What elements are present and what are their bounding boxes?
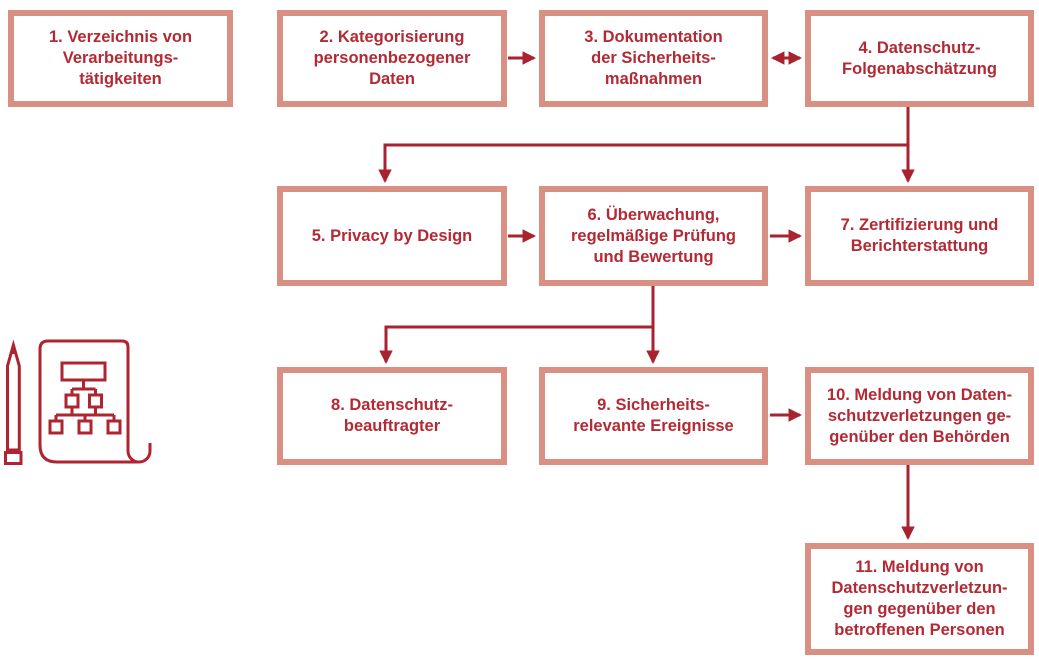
pencil-base (4, 451, 23, 465)
orgchart-node (64, 393, 80, 409)
orgchart-root-node (60, 361, 107, 382)
connector-4-5 (378, 107, 910, 184)
flow-box-10: 10. Meldung von Daten- schutzverletzunge… (805, 367, 1034, 465)
scroll-outline (38, 339, 152, 464)
flow-box-5-label: 5. Privacy by Design (311, 226, 473, 245)
orgchart-node (106, 419, 122, 435)
flow-box-11-label: 11. Meldung von Datenschutzverletzun- ge… (831, 558, 1008, 639)
flow-box-3-label: 3. Dokumentation der Sicherheits- maßnah… (584, 28, 723, 88)
connector-6-8 (379, 286, 655, 365)
flow-box-4-label: 4. Datenschutz- Folgenabschätzung (842, 38, 997, 78)
flow-box-8-label: 8. Datenschutz- beauftragter (331, 396, 453, 435)
flow-box-11: 11. Meldung von Datenschutzverletzun- ge… (805, 543, 1034, 655)
orgchart-node (88, 393, 103, 409)
scroll-orgchart-pencil-icon (4, 339, 152, 465)
orgchart-node (77, 419, 93, 435)
flow-box-2: 2. Kategorisierung personenbezogener Dat… (277, 10, 507, 107)
flow-box-1: 1. Verzeichnis von Verarbeitungs- tätigk… (8, 10, 233, 107)
flow-box-9-label: 9. Sicherheits- relevante Ereignisse (573, 396, 734, 435)
pencil-tip (10, 344, 16, 354)
orgchart-node (48, 419, 64, 435)
flow-box-10-label: 10. Meldung von Daten- schutzverletzunge… (826, 385, 1013, 446)
flow-box-6-label: 6. Überwachung, regelmäßige Prüfung und … (570, 205, 737, 266)
flow-box-7-label: 7. Zertifizierung und Berichterstattung (840, 216, 999, 255)
flow-box-4: 4. Datenschutz- Folgenabschätzung (805, 10, 1034, 107)
flow-box-2-label: 2. Kategorisierung personenbezogener Dat… (313, 28, 471, 88)
flow-box-9: 9. Sicherheits- relevante Ereignisse (539, 367, 768, 465)
flow-box-7: 7. Zertifizierung und Berichterstattung (805, 186, 1034, 286)
flow-box-5: 5. Privacy by Design (277, 186, 507, 286)
flow-box-1-label: 1. Verzeichnis von Verarbeitungs- tätigk… (48, 28, 193, 88)
pencil-icon (6, 339, 21, 452)
flow-box-3: 3. Dokumentation der Sicherheits- maßnah… (539, 10, 768, 107)
flow-box-6: 6. Überwachung, regelmäßige Prüfung und … (539, 186, 768, 286)
flow-box-8: 8. Datenschutz- beauftragter (277, 367, 507, 465)
orgchart-lines (54, 380, 116, 421)
